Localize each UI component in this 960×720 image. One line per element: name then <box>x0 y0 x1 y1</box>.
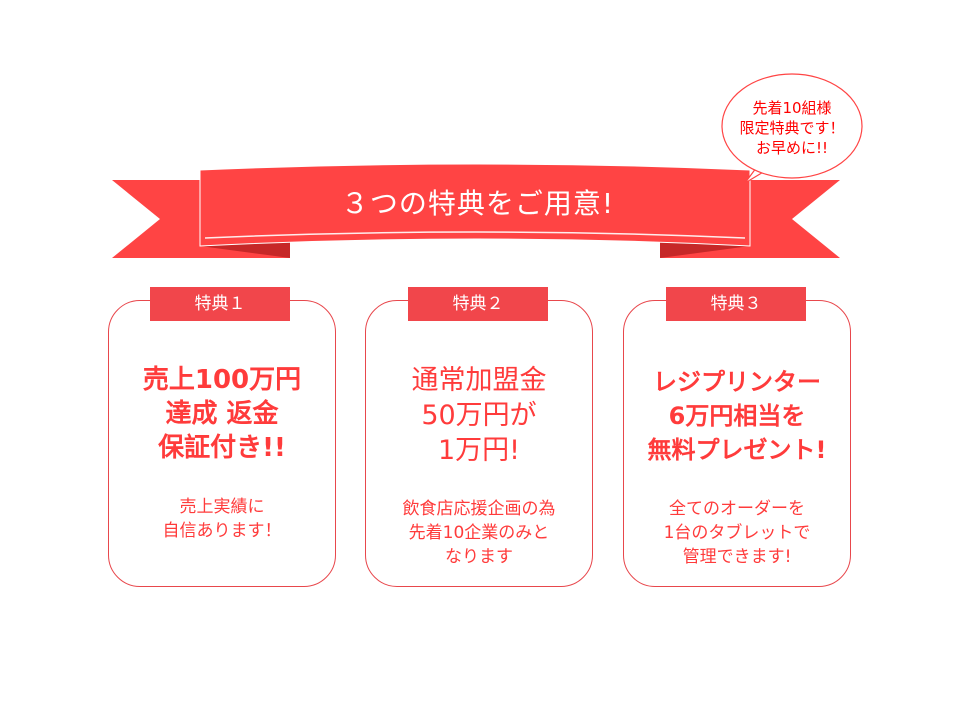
banner-title: ３つの特典をご用意! <box>340 187 615 220</box>
bubble-line: お早めに!! <box>755 139 829 157</box>
headline-line: 達成 返金 <box>165 399 279 429</box>
description-line: 全てのオーダーを <box>669 499 805 519</box>
headline-line: 通常加盟金 <box>411 365 547 396</box>
headline-line: 50万円が <box>421 400 537 431</box>
headline-line: 保証付き!! <box>158 433 286 463</box>
card-headline: レジプリンター 6万円相当を 無料プレゼント! <box>624 365 850 467</box>
card-tab-3: 特典３ <box>666 287 806 321</box>
card-headline: 売上100万円 達成 返金 保証付き!! <box>109 363 335 465</box>
headline-line: 売上100万円 <box>142 365 302 395</box>
bubble-line: 先着10組様 <box>752 99 832 117</box>
card-description: 全てのオーダーを 1台のタブレットで 管理できます! <box>624 497 850 569</box>
card-description: 売上実績に 自信あります！ <box>109 495 335 543</box>
description-line: 1台のタブレットで <box>663 523 811 543</box>
description-line: 管理できます! <box>682 547 792 567</box>
benefit-card-2: 通常加盟金 50万円が 1万円! 飲食店応援企画の為 先着10企業のみと なりま… <box>365 300 593 587</box>
speech-bubble <box>721 73 863 184</box>
description-line: 売上実績に <box>179 497 265 517</box>
card-description: 飲食店応援企画の為 先着10企業のみと なります <box>366 497 592 569</box>
description-line: なります <box>445 547 513 567</box>
headline-line: 無料プレゼント! <box>647 436 827 464</box>
headline-line: レジプリンター <box>653 368 821 396</box>
ribbon-main-band <box>199 163 751 247</box>
bubble-line: 限定特典です！ <box>739 119 845 137</box>
card-tab-1: 特典１ <box>150 287 290 321</box>
description-line: 自信あります！ <box>162 521 282 541</box>
benefit-card-1: 売上100万円 達成 返金 保証付き!! 売上実績に 自信あります！ <box>108 300 336 587</box>
description-line: 先着10企業のみと <box>408 523 550 543</box>
description-line: 飲食店応援企画の為 <box>402 499 556 519</box>
card-headline: 通常加盟金 50万円が 1万円! <box>366 363 592 468</box>
headline-line: 1万円! <box>437 435 520 466</box>
speech-bubble-text: 先着10組様 限定特典です！ お早めに!! <box>722 98 862 158</box>
headline-line: 6万円相当を <box>668 402 806 430</box>
benefit-card-3: レジプリンター 6万円相当を 無料プレゼント! 全てのオーダーを 1台のタブレッ… <box>623 300 851 587</box>
card-tab-2: 特典２ <box>408 287 548 321</box>
